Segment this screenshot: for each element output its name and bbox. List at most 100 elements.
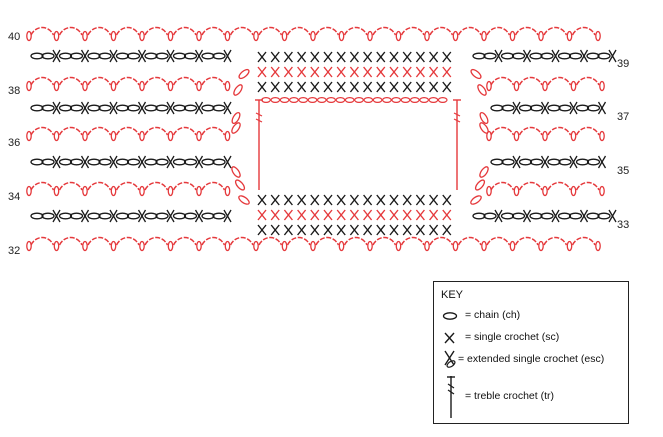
esc-stroke xyxy=(540,155,550,169)
sc-x xyxy=(429,224,439,236)
esc-stroke xyxy=(52,101,61,115)
esc-stroke xyxy=(608,49,617,63)
chain-oval xyxy=(115,212,130,220)
sc-x xyxy=(376,51,386,63)
chain-oval xyxy=(234,179,246,191)
sc-x xyxy=(389,66,399,78)
sc-loop xyxy=(110,80,117,92)
chain-oval xyxy=(479,111,489,125)
sc-x xyxy=(402,224,412,236)
sc-row-bottom-2 xyxy=(257,209,452,221)
sc-x xyxy=(336,81,346,93)
esc-stroke xyxy=(166,209,175,223)
sc-loop xyxy=(395,240,402,252)
sc-x xyxy=(402,194,412,206)
sc-x xyxy=(389,51,399,63)
esc-stroke xyxy=(551,49,560,63)
chain-arch xyxy=(490,76,515,86)
chain-oval xyxy=(98,52,112,60)
chain-oval xyxy=(98,104,112,112)
chain-oval xyxy=(172,212,187,220)
chain-oval xyxy=(126,158,141,166)
esc-stroke xyxy=(137,49,147,63)
single-crochet-icon xyxy=(444,332,455,344)
sc-x xyxy=(442,209,452,221)
chain-oval xyxy=(483,212,497,220)
chain-arch xyxy=(315,26,340,36)
sc-x xyxy=(376,224,386,236)
chain-arch xyxy=(58,181,83,191)
chain-oval xyxy=(307,96,318,103)
chain-oval xyxy=(529,212,543,220)
chain-oval xyxy=(270,96,281,103)
esc-stroke xyxy=(166,101,175,115)
chain-oval xyxy=(69,52,84,60)
sc-x xyxy=(297,66,307,78)
sc-x xyxy=(363,51,373,63)
chain-oval xyxy=(98,158,112,166)
chain-oval xyxy=(518,158,533,166)
row-36-left xyxy=(26,126,231,142)
chain-oval xyxy=(568,52,583,60)
chain-arch xyxy=(343,236,368,246)
chain-oval xyxy=(126,52,141,60)
esc-stroke xyxy=(80,49,90,63)
sc-row-top-1 xyxy=(257,51,452,63)
sc-loop xyxy=(224,130,231,142)
extended-single-crochet-icon xyxy=(444,350,456,368)
chain-arch xyxy=(144,26,169,36)
row-35-left xyxy=(30,155,232,169)
chain-oval xyxy=(500,212,515,220)
row-37-left xyxy=(30,101,232,115)
chain-oval xyxy=(354,96,364,103)
chain-oval xyxy=(201,104,215,112)
sc-x xyxy=(442,81,452,93)
sc-x xyxy=(336,224,346,236)
chain-oval xyxy=(529,158,544,166)
sc-loop xyxy=(338,240,345,252)
chain-arch xyxy=(58,26,83,36)
chain-arch xyxy=(518,181,543,191)
chain-oval xyxy=(279,96,290,103)
chain-arch xyxy=(258,26,283,36)
sc-x xyxy=(323,51,333,63)
chain-oval xyxy=(212,104,226,112)
chain-oval xyxy=(212,158,226,166)
row-39-right xyxy=(472,49,617,63)
row-38-left xyxy=(26,76,231,92)
key-label-chain: = chain (ch) xyxy=(465,309,521,321)
chain-arch xyxy=(543,26,568,36)
sc-x xyxy=(297,209,307,221)
esc-stroke xyxy=(223,209,232,223)
chain-oval xyxy=(231,111,241,125)
sc-x xyxy=(415,209,425,221)
sc-loop xyxy=(224,185,231,197)
sc-x xyxy=(376,209,386,221)
chain-oval xyxy=(472,212,486,220)
chain-oval xyxy=(547,158,561,166)
sc-x xyxy=(389,224,399,236)
row-number-label: 38 xyxy=(8,85,20,97)
esc-stroke xyxy=(166,49,175,63)
flank-right-lower xyxy=(470,166,489,205)
sc-row-bottom-3 xyxy=(257,224,452,236)
chain-arch xyxy=(172,236,197,246)
sc-loop xyxy=(452,30,459,42)
chain-arch xyxy=(115,181,140,191)
sc-x xyxy=(429,209,439,221)
esc-stroke xyxy=(80,155,90,169)
esc-stroke xyxy=(597,155,607,169)
sc-x xyxy=(349,194,359,206)
flank-left-lower xyxy=(231,166,250,205)
sc-x xyxy=(429,81,439,93)
chain-oval xyxy=(30,104,44,112)
sc-loop xyxy=(509,240,516,252)
chain-oval xyxy=(69,212,84,220)
sc-x xyxy=(270,81,280,93)
sc-loop xyxy=(566,30,573,42)
esc-stroke xyxy=(569,101,578,115)
esc-stroke xyxy=(109,209,118,223)
sc-x xyxy=(389,209,399,221)
sc-loop xyxy=(53,130,60,142)
key-item-single-crochet: = single crochet (sc) xyxy=(434,328,628,350)
